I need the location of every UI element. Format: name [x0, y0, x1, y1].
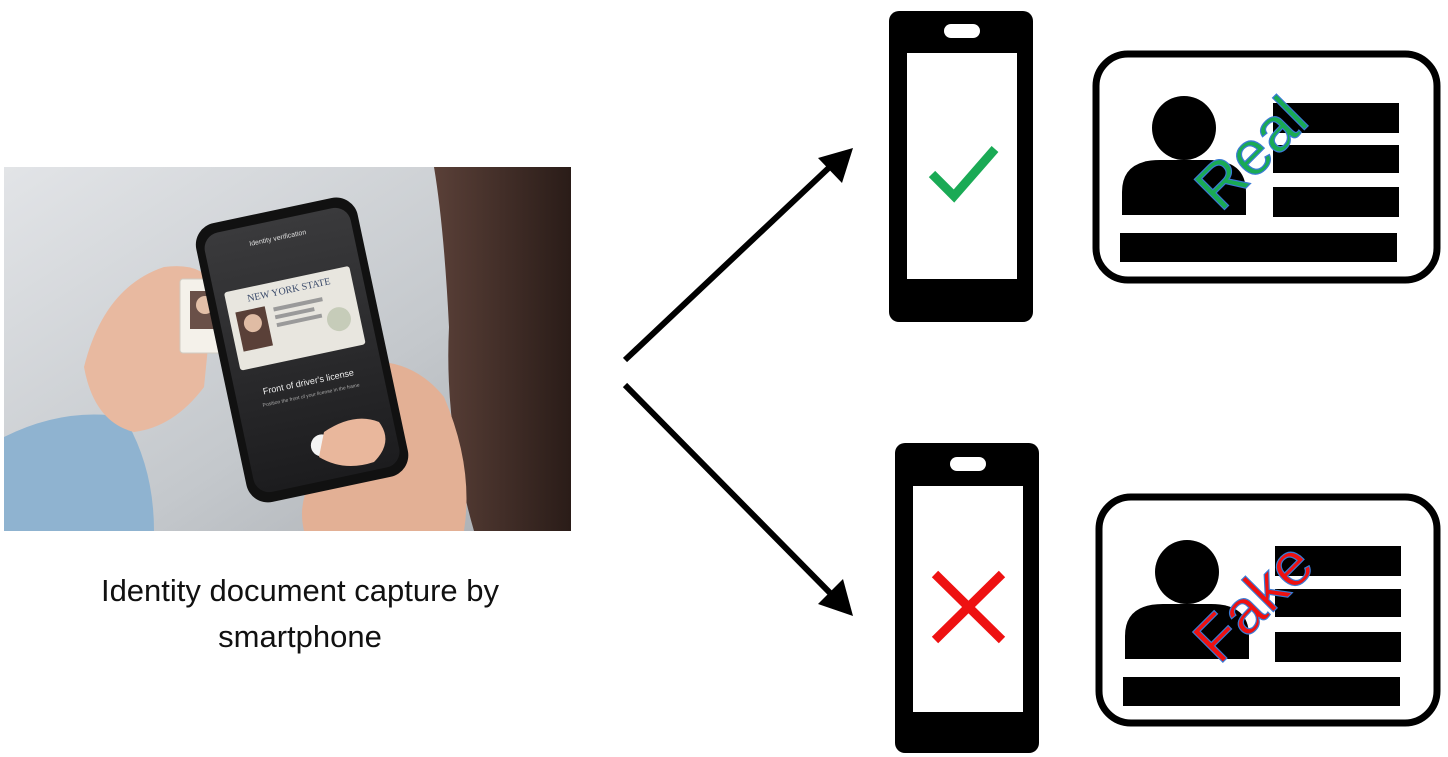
phone-accepted [889, 11, 1033, 322]
phone-accepted-speaker [944, 24, 980, 38]
id-card-real-avatar-body [1122, 160, 1246, 215]
id-card-fake-avatar-head [1155, 540, 1219, 604]
phone-rejected [895, 443, 1039, 753]
phone-rejected-screen [913, 486, 1023, 712]
id-card-fake: Fake [1095, 493, 1441, 727]
caption-line-2: smartphone [218, 619, 382, 654]
cross-icon [931, 570, 1006, 644]
sleeve [4, 414, 154, 531]
checkmark-icon [928, 146, 999, 203]
photo-caption: Identity document capture by smartphone [40, 568, 560, 660]
phone-accepted-screen [907, 53, 1017, 279]
id-card-real: Real [1092, 50, 1441, 284]
thumb [319, 418, 386, 466]
id-card-fake-avatar-body [1125, 604, 1249, 659]
id-card-real-avatar-head [1152, 96, 1216, 160]
caption-line-1: Identity document capture by [100, 573, 500, 608]
arrow-to-fake [622, 382, 853, 616]
id-capture-illustration: Identity verification NEW YORK STATE Fro… [4, 167, 571, 531]
id-capture-photo: Identity verification NEW YORK STATE Fro… [4, 167, 571, 531]
person-hair [434, 167, 571, 531]
arrow-to-real [622, 148, 853, 363]
phone-rejected-speaker [950, 457, 986, 471]
